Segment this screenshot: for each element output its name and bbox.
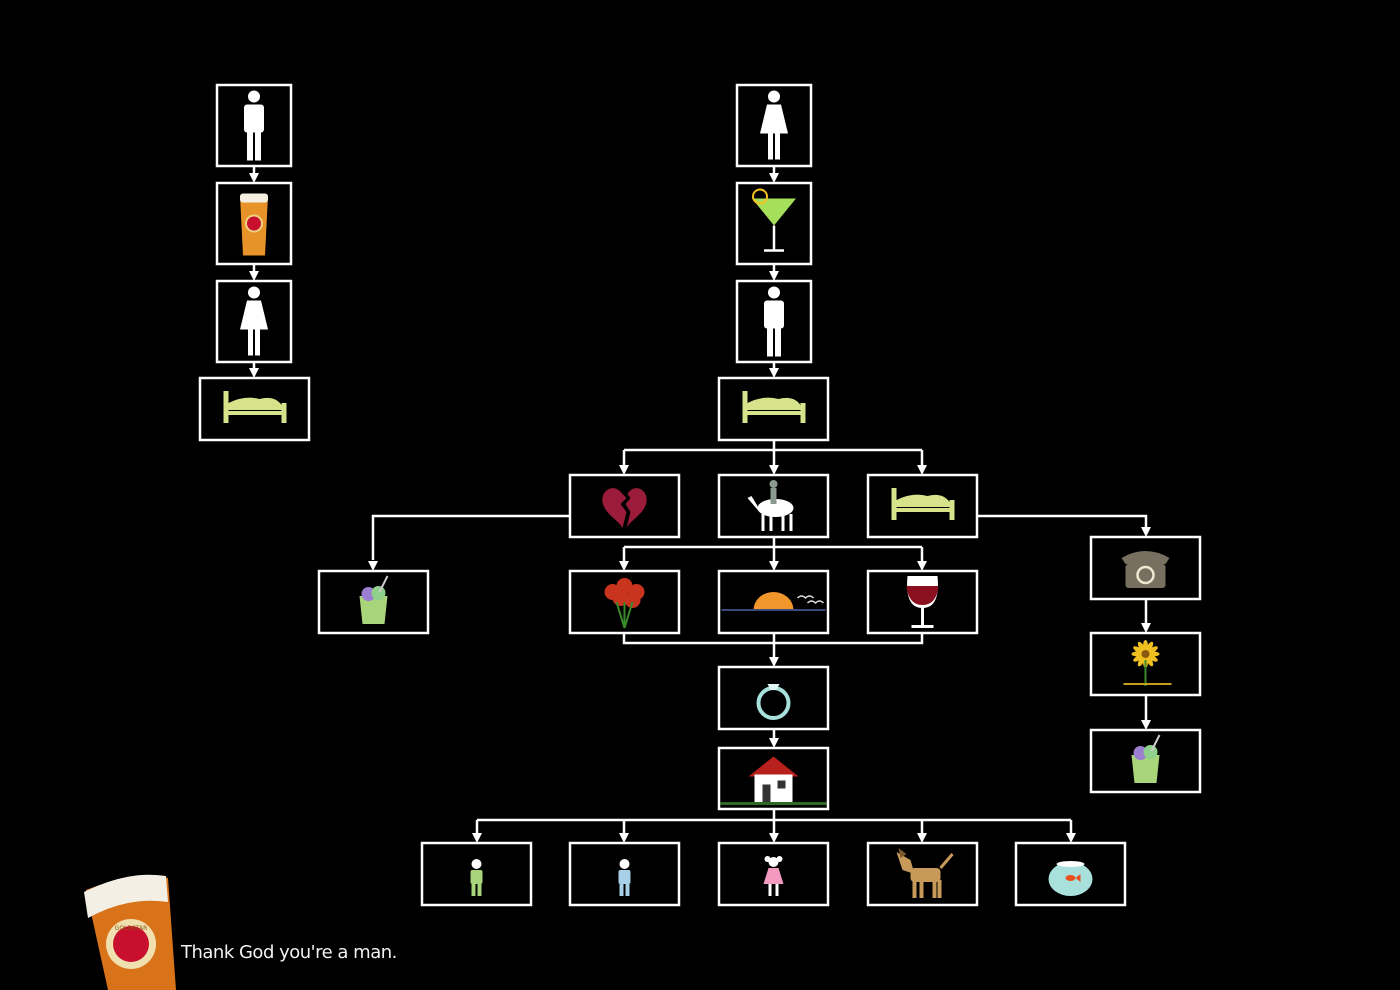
- flow-node-broken-heart: [568, 473, 681, 539]
- tagline: Thank God you're a man.: [181, 942, 397, 963]
- ice-cream-icon: [359, 575, 389, 624]
- flower-icon: [1123, 640, 1172, 686]
- arrow-head: [769, 561, 779, 571]
- flow-node-telephone: [1089, 535, 1202, 601]
- arrow-head: [249, 271, 259, 281]
- girl-icon: [763, 856, 784, 896]
- martini-icon: [752, 188, 796, 252]
- telephone-icon: [1121, 551, 1170, 588]
- flow-node-woman: [215, 279, 293, 364]
- bed-icon: [223, 391, 287, 423]
- flow-node-martini: [735, 181, 813, 266]
- bed-icon: [891, 488, 955, 520]
- arrow-head: [769, 368, 779, 378]
- fishbowl-icon: [1048, 861, 1093, 896]
- flow-node-girl: [717, 841, 830, 907]
- beer-icon: [240, 193, 268, 256]
- flow-node-man: [215, 83, 293, 168]
- arrow-head: [249, 368, 259, 378]
- flow-node-boy: [568, 841, 681, 907]
- flow-node-bed: [717, 376, 830, 442]
- flow-node-boy: [420, 841, 533, 907]
- goldstar-beer-logo: GOLDSTAR: [84, 874, 176, 990]
- flow-node-roses: [568, 569, 681, 635]
- arrow-head: [769, 657, 779, 667]
- arrow-head: [1141, 720, 1151, 730]
- node-box: [568, 473, 681, 539]
- flow-node-bed: [198, 376, 311, 442]
- connectors: [249, 166, 1151, 843]
- boy-icon: [618, 859, 631, 896]
- wine-icon: [906, 576, 939, 628]
- house-icon: [720, 756, 827, 805]
- arrow-head: [472, 833, 482, 843]
- dog-icon: [896, 848, 954, 898]
- arrow-head: [769, 271, 779, 281]
- woman-icon: [240, 286, 268, 356]
- ring-icon: [756, 684, 791, 720]
- flow-node-ring: [717, 665, 830, 731]
- connector-line: [371, 514, 570, 560]
- node-box: [717, 376, 830, 442]
- woman-icon: [760, 90, 788, 160]
- arrow-head: [368, 561, 378, 571]
- flow-node-bed: [866, 473, 979, 539]
- flow-node-house: [717, 746, 830, 811]
- node-box: [866, 473, 979, 539]
- arrow-head: [619, 561, 629, 571]
- arrow-head: [619, 833, 629, 843]
- boy-icon: [470, 859, 483, 896]
- flow-node-ice-cream: [317, 569, 430, 635]
- flow-node-flower: [1089, 631, 1202, 697]
- arrow-head: [769, 738, 779, 748]
- arrow-head: [769, 173, 779, 183]
- arrow-head: [769, 833, 779, 843]
- flow-node-sunset: [717, 569, 830, 635]
- flow-node-fishbowl: [1014, 841, 1127, 907]
- arrow-head: [1066, 833, 1076, 843]
- bed-icon: [742, 391, 806, 423]
- arrow-head: [1141, 623, 1151, 633]
- sunset-icon: [721, 592, 826, 611]
- horse-rider-icon: [747, 480, 794, 531]
- arrow-head: [917, 465, 927, 475]
- man-icon: [764, 286, 784, 357]
- arrow-head: [249, 173, 259, 183]
- arrow-head: [1141, 527, 1151, 537]
- man-icon: [244, 90, 264, 161]
- flow-node-dog: [866, 841, 979, 907]
- flow-node-ice-cream: [1089, 728, 1202, 794]
- arrow-head: [917, 561, 927, 571]
- roses-icon: [604, 578, 645, 629]
- ice-cream-icon: [1131, 734, 1161, 783]
- broken-heart-icon: [602, 488, 647, 528]
- arrow-head: [917, 833, 927, 843]
- arrow-head: [619, 465, 629, 475]
- logo-text: GOLDSTAR: [115, 925, 148, 932]
- flow-node-horse-rider: [717, 473, 830, 539]
- flow-node-beer: [215, 181, 293, 266]
- connector-line: [977, 514, 1148, 527]
- flow-node-man: [735, 279, 813, 364]
- arrow-head: [769, 465, 779, 475]
- flow-node-woman: [735, 83, 813, 168]
- flow-node-wine: [866, 569, 979, 635]
